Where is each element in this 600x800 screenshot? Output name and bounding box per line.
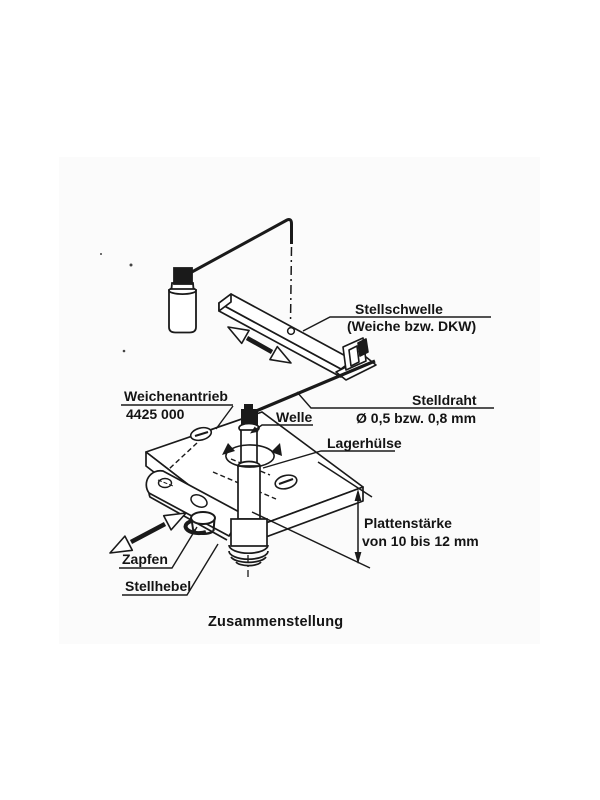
plate-hole-back	[189, 425, 221, 442]
guide-centerline	[289, 246, 293, 324]
caption-zusammenstellung: Zusammenstellung	[208, 614, 343, 630]
plate-screw-holes	[189, 425, 298, 490]
bearing-flange	[228, 518, 269, 567]
scan-specks	[100, 253, 133, 353]
stellhebel-lever	[145, 469, 244, 541]
stelldraht-wire	[248, 359, 376, 416]
label-stelldraht-line2: Ø 0,5 bzw. 0,8 mm	[356, 410, 476, 426]
lagerhuelse-sleeve	[237, 460, 261, 520]
shaft-cap	[241, 409, 258, 425]
label-stellschwelle-line1: Stellschwelle	[355, 301, 443, 317]
actuator-bottle	[168, 267, 197, 334]
bottle-cap	[173, 267, 193, 285]
leader-stelldraht	[296, 391, 494, 409]
label-stelldraht-line1: Stelldraht	[412, 392, 477, 408]
leader-stellhebel	[122, 543, 219, 596]
zapfen-pin	[183, 511, 216, 536]
scan-area	[59, 157, 540, 644]
bar-hole	[286, 326, 296, 336]
leader-weichenantrieb	[121, 404, 234, 430]
double-arrow-bar-icon	[227, 326, 292, 364]
label-zapfen: Zapfen	[122, 551, 168, 567]
dimension-plattenstaerke	[251, 461, 373, 569]
leader-welle	[250, 424, 313, 434]
label-lagerhuelse: Lagerhülse	[327, 435, 402, 451]
leader-lines	[119, 316, 494, 596]
leader-stellschwelle	[302, 316, 491, 332]
labels: Stellschwelle (Weiche bzw. DKW) Weichena…	[122, 301, 479, 630]
leader-lagerhuelse	[262, 450, 395, 469]
label-stellschwelle-line2: (Weiche bzw. DKW)	[347, 318, 476, 334]
leader-zapfen	[119, 526, 198, 569]
label-weichenantrieb-line2: 4425 000	[126, 406, 185, 422]
plate-hole-front	[274, 474, 298, 490]
control-wire	[189, 218, 293, 275]
label-stellhebel: Stellhebel	[125, 578, 191, 594]
rotation-arrow-icon	[222, 443, 282, 468]
label-weichenantrieb-line1: Weichenantrieb	[124, 388, 228, 404]
stellschwelle-bar	[218, 293, 354, 378]
label-plattenstaerke-line2: von 10 bis 12 mm	[362, 533, 479, 549]
label-plattenstaerke-line1: Plattenstärke	[364, 515, 452, 531]
double-arrow-lever-icon	[109, 512, 187, 554]
welle-shaft	[228, 404, 269, 578]
label-welle: Welle	[276, 409, 313, 425]
